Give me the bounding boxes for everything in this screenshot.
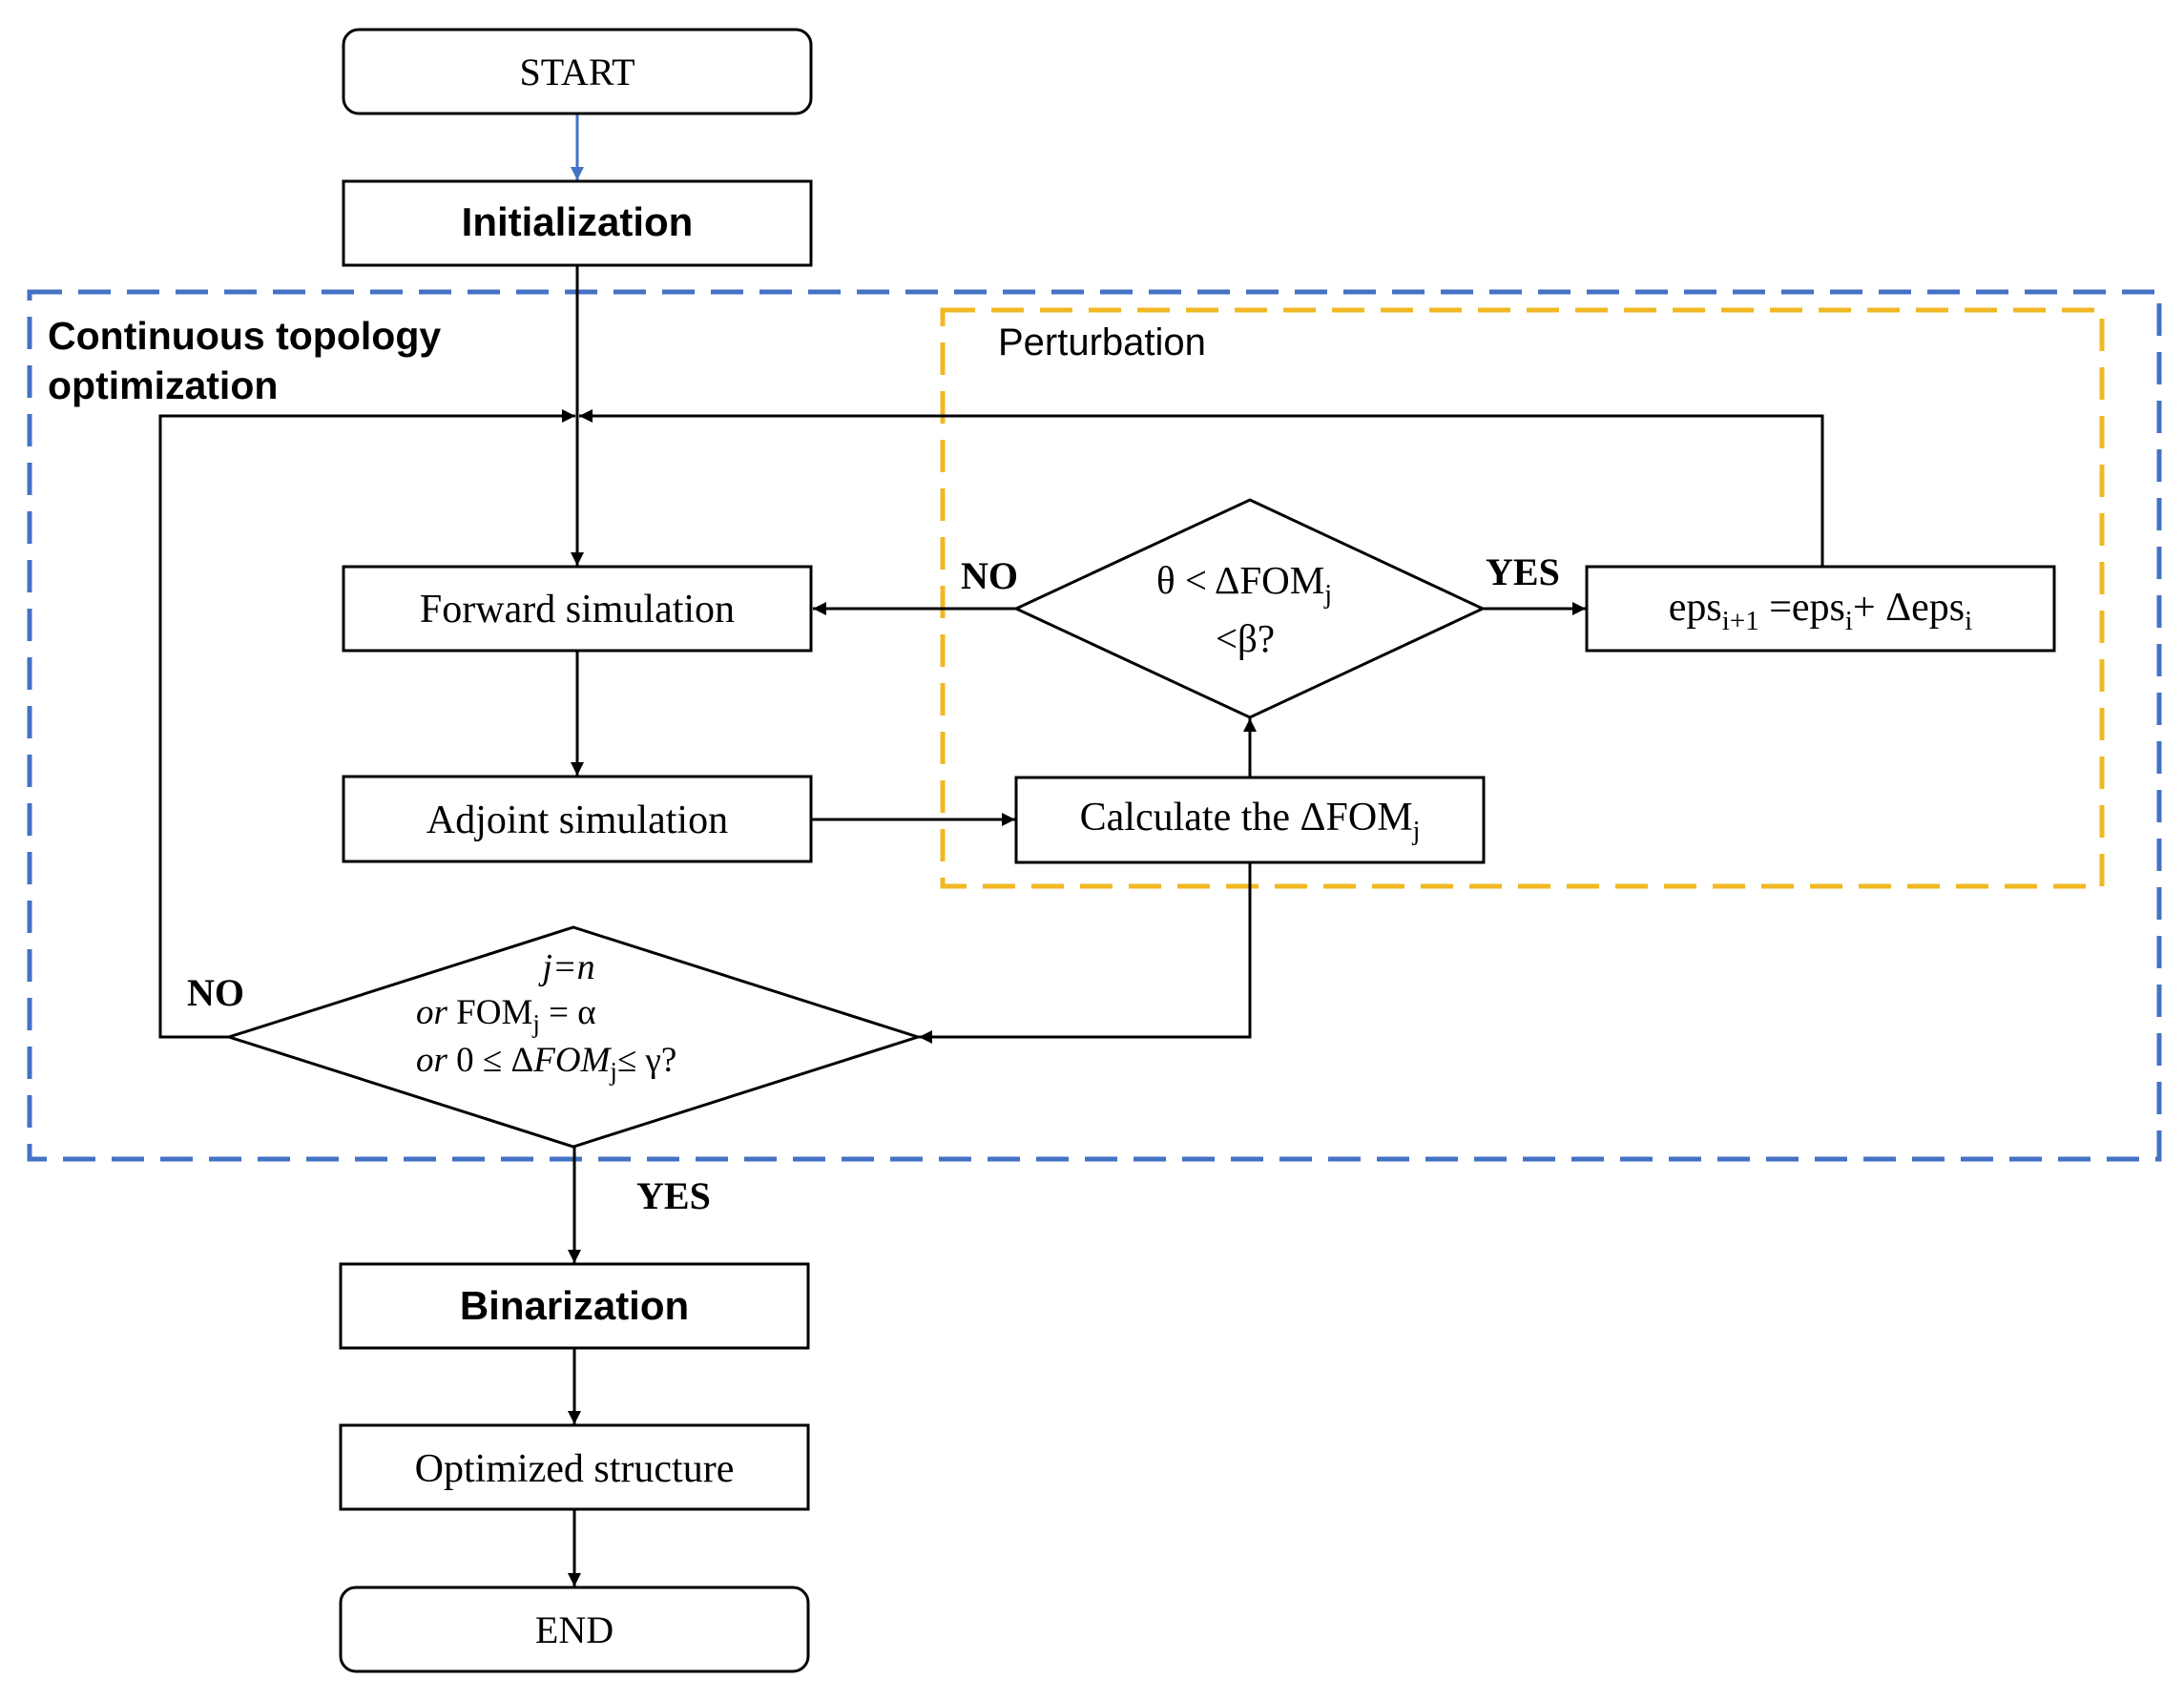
forward-simulation-label: Forward simulation <box>420 588 735 632</box>
outer-decision-line1: j=n <box>537 947 594 987</box>
start-label: START <box>519 51 634 93</box>
continuous-region-label-line1: Continuous topology <box>48 314 441 358</box>
outer-yes-label: YES <box>636 1174 711 1217</box>
inner-no-label: NO <box>961 554 1018 597</box>
outer-decision-line2: or FOMj = α <box>416 993 596 1038</box>
end-label: END <box>535 1608 614 1651</box>
end-node <box>339 1586 810 1673</box>
eps-update-label: epsi+1 =epsi+ Δepsi <box>1669 586 1972 636</box>
calculate-delta-fom-label: Calculate the ΔFOMj <box>1080 796 1421 846</box>
arrow-calc-to-outer-decision <box>919 862 1252 1044</box>
inner-decision-line1: θ < ΔFOMj <box>1156 558 1332 610</box>
outer-no-label: NO <box>187 971 244 1014</box>
initialization-box <box>342 179 813 267</box>
binarization-box <box>339 1262 810 1350</box>
inner-decision-diamond <box>1012 498 1487 719</box>
calculate-delta-fom-box <box>1014 776 1486 864</box>
perturbation-label: Perturbation <box>998 321 1206 363</box>
arrow-outer-no-loop-back <box>158 409 575 1039</box>
continuous-region-label-line2: optimization <box>48 363 278 407</box>
binarization-label: Binarization <box>460 1283 689 1328</box>
inner-decision-line2: <β? <box>1216 616 1275 660</box>
adjoint-simulation-label: Adjoint simulation <box>426 798 728 842</box>
optimized-structure-box <box>339 1423 810 1511</box>
optimized-structure-label: Optimized structure <box>415 1447 735 1491</box>
forward-simulation-box <box>342 565 813 653</box>
eps-update-box <box>1585 565 2056 653</box>
initialization-label: Initialization <box>462 199 694 244</box>
continuous-optimization-region <box>27 289 2162 1162</box>
perturbation-region <box>940 307 2105 889</box>
outer-decision-diamond <box>224 925 923 1149</box>
arrow-eps-loop-back <box>579 409 1824 566</box>
adjoint-simulation-box <box>342 775 813 863</box>
start-node <box>342 28 813 115</box>
inner-yes-label: YES <box>1486 550 1560 593</box>
outer-decision-line3: or 0 ≤ ΔFOMj≤ γ? <box>416 1041 676 1086</box>
